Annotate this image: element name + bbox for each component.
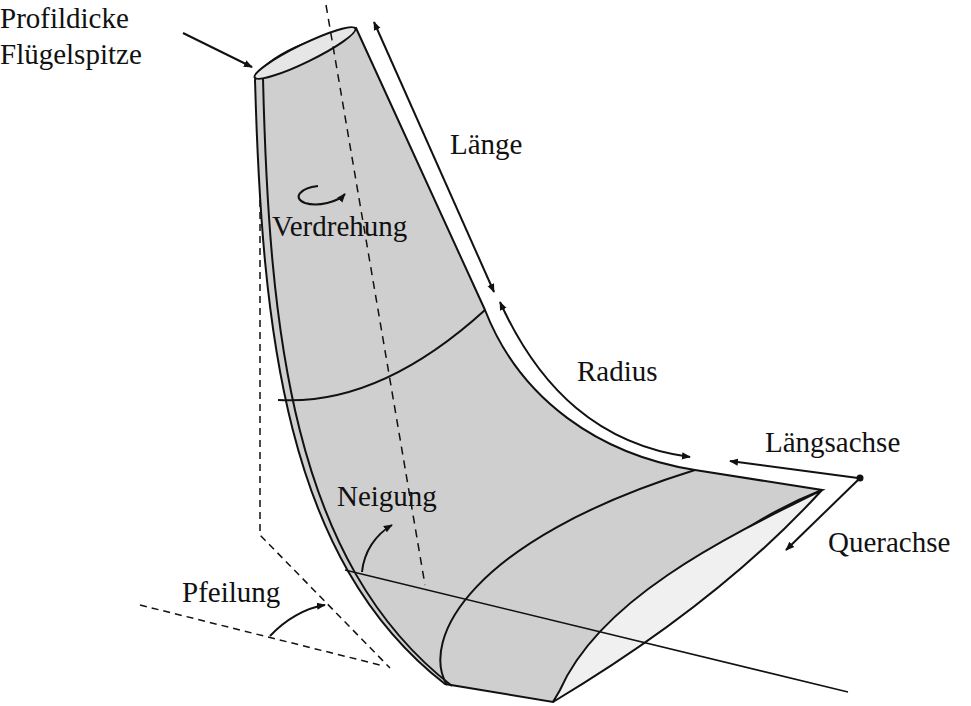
part-label: Profildicke Flügelspitze [0, 0, 175, 72]
part-label: Neigung [337, 478, 437, 514]
part-label: Längsachse [765, 424, 900, 460]
part-label: Querachse [828, 524, 950, 560]
part-label: Radius [577, 353, 658, 389]
part-label: Länge [450, 126, 522, 162]
part-label: Verdrehung [272, 208, 407, 244]
part-label: Pfeilung [182, 574, 280, 610]
